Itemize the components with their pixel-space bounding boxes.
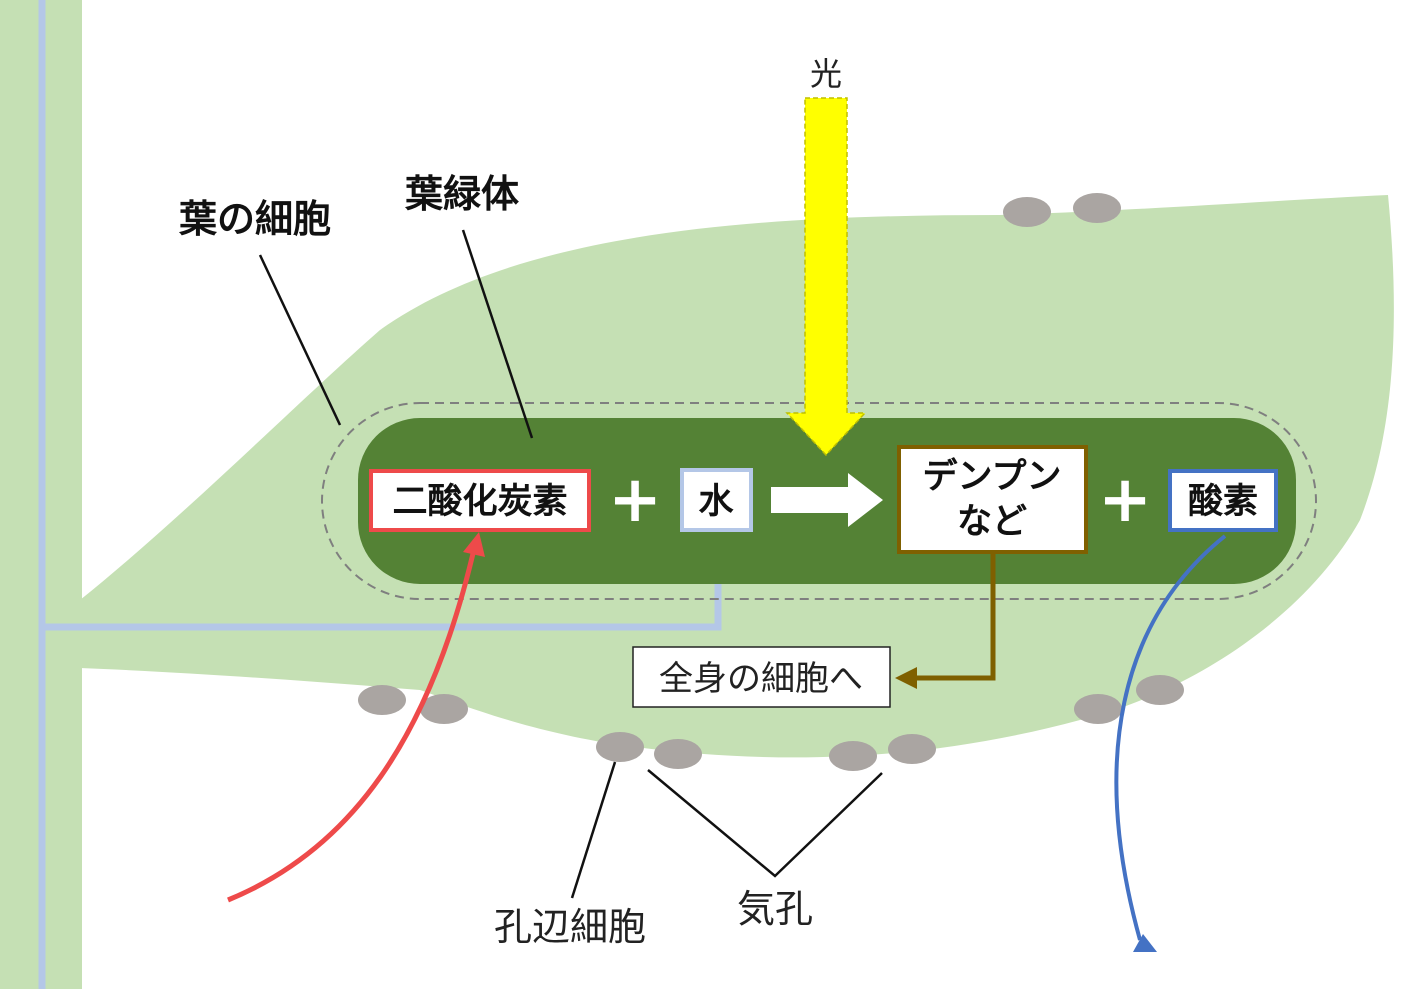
light-label: 光 [810, 55, 842, 93]
starch-path [915, 553, 996, 681]
stomata-leader [647, 769, 883, 878]
co2-arrow [227, 544, 478, 903]
chloroplast-leader [461, 229, 534, 439]
leaf-cell-leader [258, 254, 342, 426]
to-body-box [632, 646, 891, 708]
stoma-bottom-2 [829, 734, 936, 771]
light-arrow [785, 97, 867, 457]
guard-cell-label: 孔辺細胞 [494, 905, 646, 949]
chloroplast-label: 葉緑体 [404, 172, 519, 216]
water-box [680, 468, 753, 532]
plus-sign-2: + [1098, 463, 1152, 537]
co2-label: 二酸化炭素 [392, 482, 567, 522]
stoma-bottom-left [358, 685, 468, 724]
co2-box [369, 469, 591, 532]
stoma-bottom-1 [596, 732, 702, 769]
starch-label-line2: など [957, 502, 1027, 542]
oxygen-box [1168, 469, 1278, 532]
stoma-top [1003, 193, 1121, 227]
leaf-cell-label: 葉の細胞 [178, 197, 331, 241]
oxygen-arrowhead [1133, 934, 1157, 952]
water-label: 水 [698, 482, 734, 522]
starch-arrowhead [895, 667, 917, 689]
oxygen-label: 酸素 [1188, 482, 1258, 522]
stoma-bottom-right [1074, 675, 1184, 724]
starch-label-line1: デンプン [923, 456, 1062, 497]
starch-box [897, 445, 1088, 554]
stomata-label: 気孔 [737, 887, 813, 931]
plus-sign-1: + [608, 463, 662, 537]
oxygen-arrow [1114, 534, 1227, 941]
guard-cell-leader [570, 761, 617, 899]
to-body-label: 全身の細胞へ [659, 659, 863, 699]
reaction-arrow [771, 473, 883, 527]
co2-arrowhead [463, 532, 485, 557]
